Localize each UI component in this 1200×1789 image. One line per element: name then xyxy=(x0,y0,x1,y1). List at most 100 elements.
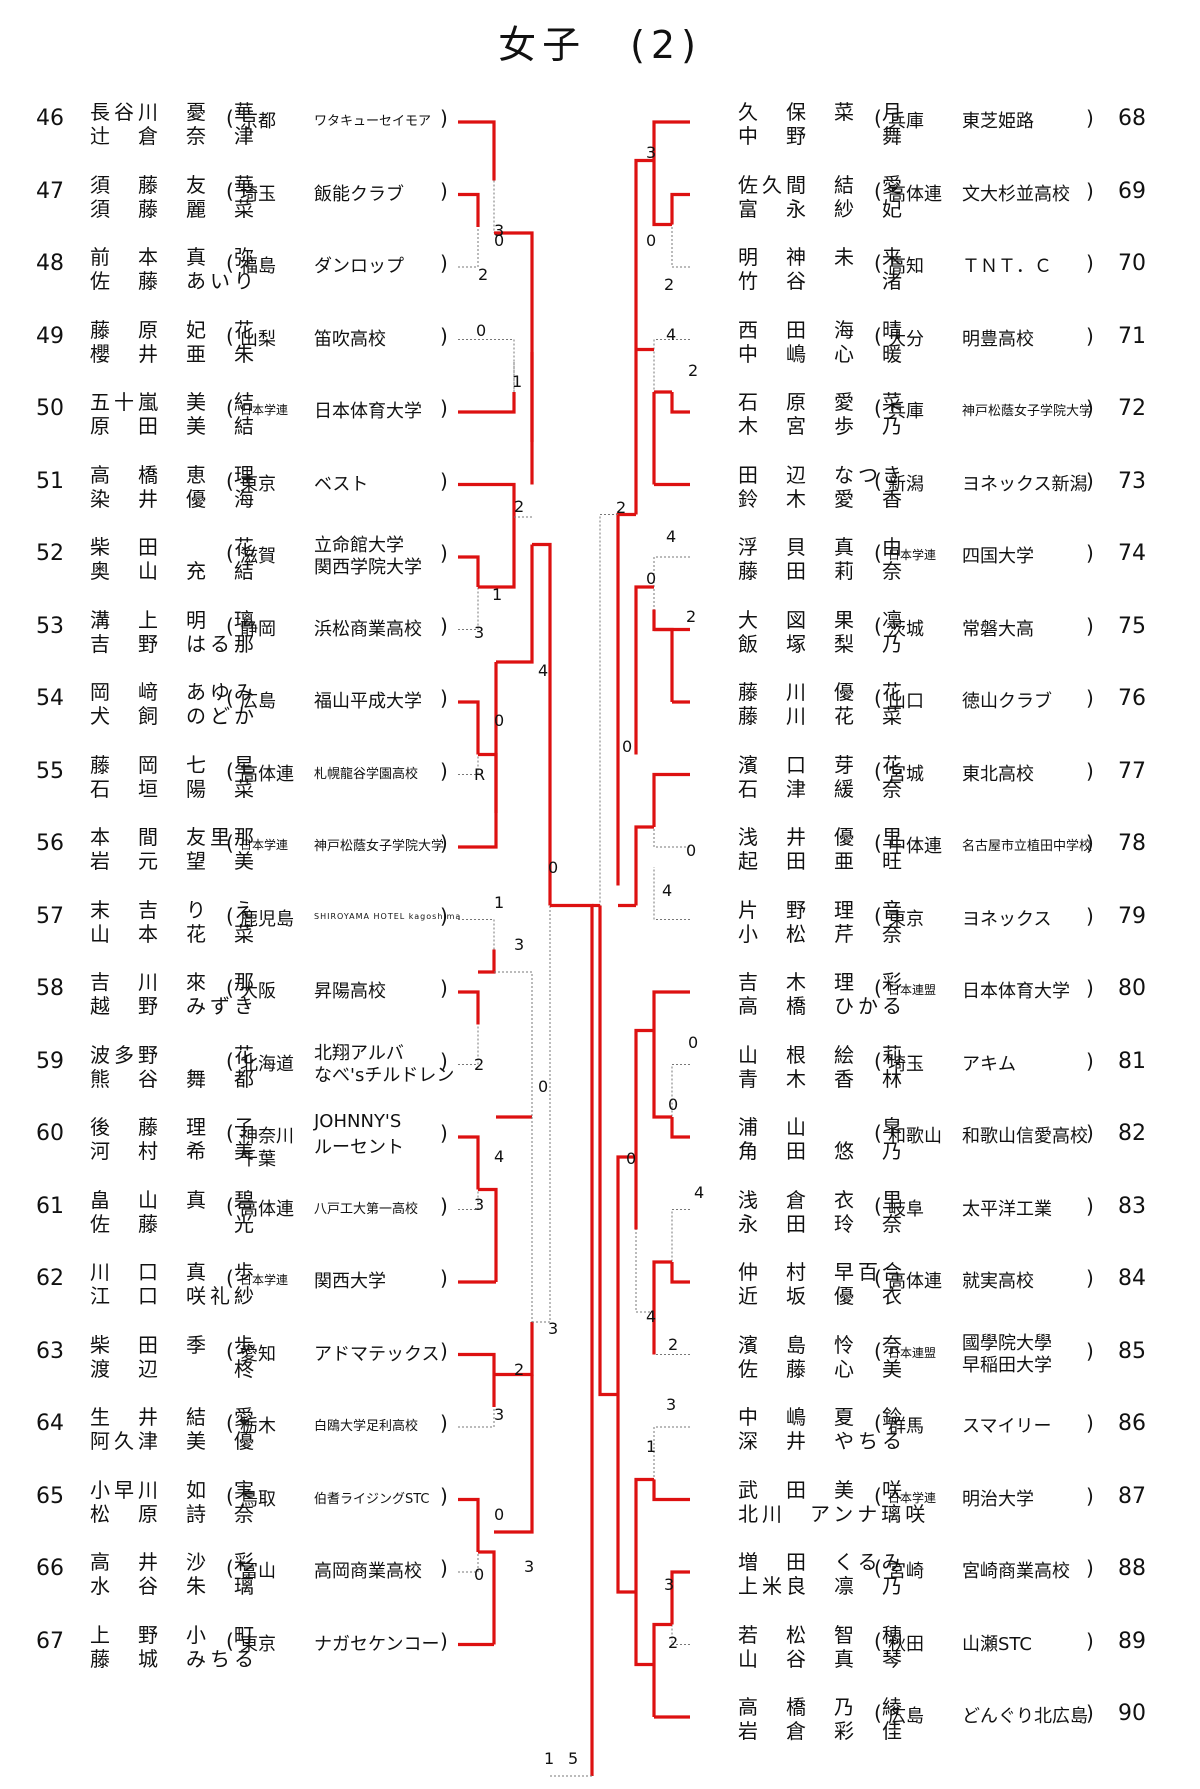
seed-number: 75 xyxy=(1118,613,1146,639)
bracket-line xyxy=(458,1407,495,1428)
close-paren: ) xyxy=(1086,1628,1094,1653)
seed-number: 83 xyxy=(1118,1193,1146,1219)
winner-line xyxy=(458,192,480,227)
player-1-name: 藤 岡 七 星 xyxy=(90,752,258,777)
seed-number: 67 xyxy=(36,1628,64,1654)
score-label: 4 xyxy=(666,527,676,546)
player-1-name: 中 嶋 夏 鈴 xyxy=(738,1405,906,1429)
close-paren: ) xyxy=(440,251,448,275)
team-name: ワタキューセイモア xyxy=(314,114,432,129)
player-2-name: 富 永 紗 妃 xyxy=(738,196,906,221)
player-1-name: 後 藤 理 子 xyxy=(90,1115,258,1139)
player-1-name: 末 吉 り え xyxy=(90,897,258,922)
prefecture: 宮崎 xyxy=(888,1561,924,1582)
team-name: 神戸松蔭女子学院大学 xyxy=(314,839,445,854)
team-name: 徳山クラブ xyxy=(962,691,1052,712)
open-paren: ( xyxy=(226,1193,234,1218)
player-1-name: 増 田 くるみ xyxy=(738,1550,906,1574)
team-name: 東北高校 xyxy=(962,763,1034,785)
open-paren: ( xyxy=(874,468,882,493)
prefecture: 日本学連 xyxy=(240,838,289,852)
winner-line xyxy=(458,700,480,755)
open-paren: ( xyxy=(226,1411,234,1435)
prefecture: 静岡 xyxy=(240,618,276,640)
seed-number: 90 xyxy=(1118,1701,1146,1726)
prefecture: 茨城 xyxy=(888,618,924,640)
player-2-name: 岩 元 望 美 xyxy=(90,849,258,873)
close-paren: ) xyxy=(1086,1266,1094,1290)
close-paren: ) xyxy=(1086,1193,1094,1218)
bracket-line xyxy=(458,227,479,268)
player-2-name: 渡 辺 柊 xyxy=(90,1356,258,1381)
seed-number: 84 xyxy=(1118,1266,1146,1291)
team-name: 明豊高校 xyxy=(962,328,1034,350)
score-label: 3 xyxy=(494,1405,504,1424)
score-label: 4 xyxy=(662,881,672,900)
score-label: 2 xyxy=(616,498,626,517)
player-2-name: 岩 倉 彩 佳 xyxy=(738,1719,906,1743)
bracket-line xyxy=(671,224,690,268)
score-label: 1 xyxy=(512,372,522,391)
open-paren: ( xyxy=(226,1628,234,1653)
winner-line xyxy=(670,1117,690,1139)
player-2-name: 石 垣 陽 菜 xyxy=(90,776,258,801)
player-1-name: 西 田 海 晴 xyxy=(738,317,906,342)
seed-number: 77 xyxy=(1118,758,1146,784)
seed-number: 49 xyxy=(36,323,64,349)
open-paren: ( xyxy=(226,251,234,275)
open-paren: ( xyxy=(226,323,234,348)
prefecture: 日本学連 xyxy=(240,1273,289,1287)
winner-line xyxy=(634,158,654,350)
prefecture: 兵庫 xyxy=(888,401,924,422)
player-2-name: 熊 谷 舞 都 xyxy=(90,1066,258,1091)
close-paren: ) xyxy=(440,1411,448,1435)
seed-number: 71 xyxy=(1118,323,1146,349)
prefecture: 京都 xyxy=(240,111,276,132)
close-paren: ) xyxy=(440,106,448,130)
player-2-name: 原 田 美 結 xyxy=(90,414,258,438)
open-paren: ( xyxy=(874,831,882,855)
open-paren: ( xyxy=(874,1628,882,1653)
seed-number: 65 xyxy=(36,1483,64,1509)
player-2-name: 中 野 舞 xyxy=(738,124,906,148)
prefecture: 和歌山 xyxy=(888,1126,942,1147)
player-1-name: 濱 島 怜 奈 xyxy=(738,1332,906,1357)
close-paren: ) xyxy=(1086,758,1094,783)
close-paren: ) xyxy=(440,758,448,783)
winner-line xyxy=(598,905,618,1397)
seed-number: 50 xyxy=(36,396,64,421)
close-paren: ) xyxy=(1086,1338,1094,1363)
player-1-name: 仲 村 早百合 xyxy=(738,1260,906,1284)
prefecture: 秋田 xyxy=(888,1633,924,1655)
seed-number: 85 xyxy=(1118,1338,1146,1364)
player-2-name: 飯 塚 梨 乃 xyxy=(738,631,906,656)
score-label: 2 xyxy=(478,265,488,284)
winner-line xyxy=(458,1135,480,1190)
winner-line xyxy=(652,990,690,1031)
winner-line xyxy=(458,555,480,587)
player-2-name: 吉 野 はる那 xyxy=(90,631,258,656)
close-paren: ) xyxy=(440,903,448,928)
winner-line xyxy=(458,482,516,517)
score-label: 4 xyxy=(646,1307,656,1326)
player-2-name: 竹 谷 渚 xyxy=(738,269,906,293)
winner-line xyxy=(478,1187,498,1282)
seed-number: 57 xyxy=(36,903,64,929)
open-paren: ( xyxy=(874,178,882,203)
open-paren: ( xyxy=(874,1701,882,1725)
seed-number: 46 xyxy=(36,106,64,131)
seed-number: 72 xyxy=(1118,396,1146,421)
prefecture: 宮城 xyxy=(888,763,924,785)
seed-number: 61 xyxy=(36,1193,64,1219)
